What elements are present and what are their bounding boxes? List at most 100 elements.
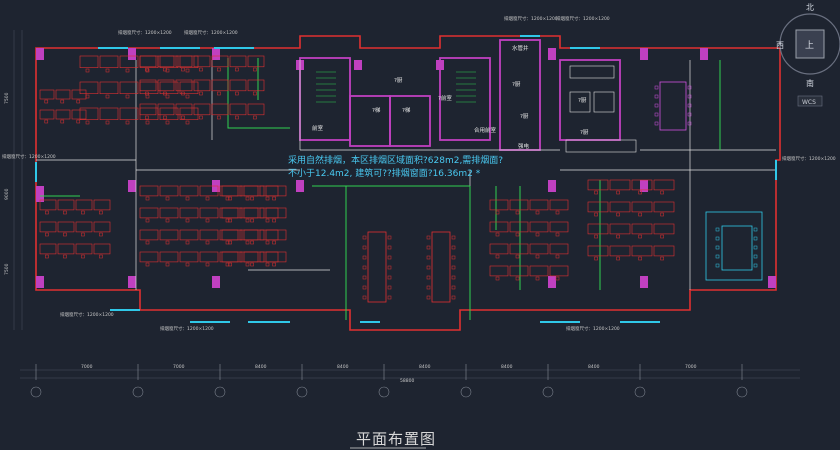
desk	[529, 199, 549, 211]
wcs-button[interactable]	[797, 95, 823, 107]
desk	[159, 229, 179, 241]
view-cube-south[interactable]: 南	[806, 78, 814, 88]
desk	[243, 251, 265, 263]
desk	[549, 243, 569, 255]
chair	[272, 196, 276, 201]
chair	[638, 234, 642, 239]
chair	[145, 91, 149, 96]
room-label-9: ?厨	[578, 97, 587, 104]
chair	[235, 115, 239, 120]
cyan-meeting-room	[705, 211, 763, 281]
chair	[362, 265, 367, 270]
chair	[185, 68, 190, 73]
desk	[159, 107, 179, 120]
left-dimension-1: 9000	[4, 188, 10, 200]
chair	[185, 120, 190, 125]
chair	[185, 240, 190, 245]
view-cube-west[interactable]: 西	[776, 41, 784, 50]
view-cube-ring[interactable]	[779, 13, 840, 75]
chair	[99, 254, 103, 259]
bottom-dimension-0: 7000	[81, 364, 93, 370]
chair	[165, 196, 170, 201]
desk	[175, 79, 193, 92]
wcs-label[interactable]: WCS	[802, 99, 816, 106]
view-cube-face[interactable]	[795, 29, 825, 59]
chair	[495, 210, 500, 215]
desk	[157, 55, 175, 68]
chair	[99, 210, 103, 215]
chair	[654, 103, 659, 108]
room-label-6: 水管井	[512, 44, 529, 52]
conference-table	[431, 231, 451, 303]
desk	[39, 221, 57, 233]
desk	[631, 201, 653, 213]
room-label-2: ?厨	[394, 77, 403, 84]
chair	[638, 212, 642, 217]
desk	[489, 243, 509, 255]
chair	[81, 254, 85, 259]
desk	[229, 79, 247, 92]
chair	[515, 254, 520, 259]
chair	[451, 245, 456, 250]
chair	[654, 94, 659, 99]
bottom-dimension-6: 8400	[588, 364, 600, 370]
chair	[163, 115, 167, 120]
window-tags: 排烟窗尺寸：1200×1200 排烟窗尺寸：1200×1200 排烟窗尺寸：12…	[2, 15, 836, 332]
desk	[157, 103, 175, 116]
chair	[362, 235, 367, 240]
bottom-total-dimension: 58800	[400, 378, 414, 384]
chair	[81, 232, 85, 237]
chair	[387, 255, 392, 260]
window-tag-1: 排烟窗尺寸：1200×1200	[184, 29, 238, 36]
desk	[609, 223, 631, 235]
view-cube-north[interactable]: 北	[806, 3, 814, 12]
chair	[687, 112, 692, 117]
desk	[509, 199, 529, 211]
chair	[638, 190, 642, 195]
chair	[245, 218, 250, 223]
desk	[211, 55, 229, 68]
chair	[616, 234, 620, 239]
chair	[660, 190, 664, 195]
view-cube-top[interactable]: 上	[805, 40, 814, 51]
chair	[555, 276, 560, 281]
chair	[125, 94, 130, 99]
desk	[57, 199, 75, 211]
desk	[179, 251, 199, 263]
desk	[139, 103, 157, 116]
bottom-dimension-2: 8400	[255, 364, 267, 370]
desk	[99, 81, 119, 94]
desk	[193, 55, 211, 68]
chair	[165, 68, 170, 73]
desk	[509, 265, 529, 277]
desk	[509, 221, 529, 233]
smoke-note-line2: 不小于12.4m2, 建筑可??排烟窗面?16.36m2 *	[288, 167, 481, 179]
chair	[451, 285, 456, 290]
chair	[163, 91, 167, 96]
chairs	[44, 67, 758, 300]
chair	[205, 196, 210, 201]
chair	[362, 275, 367, 280]
chair	[165, 120, 170, 125]
chair	[199, 115, 203, 120]
desk	[609, 201, 631, 213]
desk	[99, 55, 119, 68]
chair	[145, 68, 150, 73]
chair	[387, 285, 392, 290]
desk	[193, 103, 211, 116]
desk	[221, 207, 243, 219]
desk	[489, 221, 509, 233]
room-label-10: ?厨	[580, 129, 589, 136]
chair	[85, 68, 90, 73]
axis-bubble	[460, 386, 472, 398]
view-cube[interactable]: 上 北 西 南 WCS	[776, 3, 840, 107]
chair	[245, 262, 250, 267]
chair	[205, 218, 210, 223]
chair	[99, 232, 103, 237]
chair	[660, 212, 664, 217]
chair	[163, 67, 167, 72]
desk	[193, 79, 211, 92]
chair	[145, 240, 150, 245]
axis-bubble	[542, 386, 554, 398]
